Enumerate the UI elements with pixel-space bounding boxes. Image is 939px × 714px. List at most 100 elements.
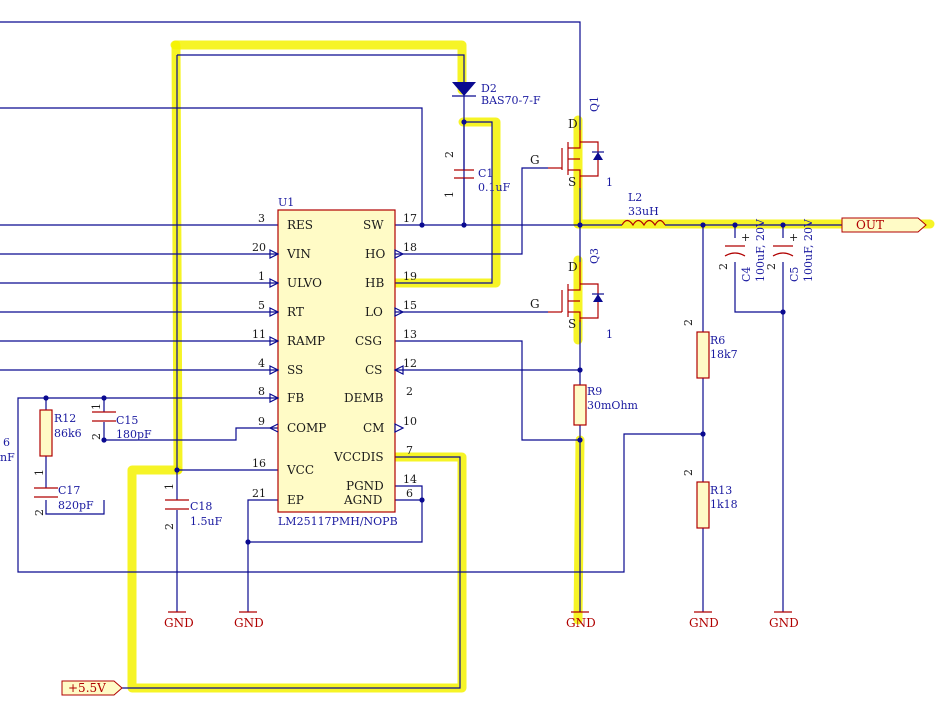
c5-capacitor[interactable]: + 2 C5 100uF, 20V: [765, 218, 815, 282]
u1-pin-rt: 5 RT: [258, 299, 304, 319]
r13-resistor[interactable]: 2 R13 1k18: [682, 469, 738, 529]
gnd-symbol-r9: GND: [566, 611, 596, 630]
svg-text:1: 1: [443, 191, 456, 198]
u1-pin-demb: 2 DEMB: [344, 385, 413, 405]
u1-pin-csg: 13 CSG: [355, 328, 417, 348]
l2-inductor[interactable]: L2 33uH: [621, 191, 666, 227]
svg-text:EP: EP: [287, 493, 304, 507]
svg-text:R9: R9: [587, 385, 602, 398]
r6-resistor[interactable]: 2 R6 18k7: [682, 319, 738, 379]
svg-text:820pF: 820pF: [58, 499, 94, 512]
svg-text:2: 2: [682, 319, 695, 326]
u1-pin-pgnd: 14 PGND: [346, 473, 417, 493]
r12-resistor[interactable]: R12 86k6 1: [33, 409, 82, 476]
svg-text:1: 1: [606, 176, 613, 189]
svg-text:12: 12: [403, 357, 417, 370]
c15-capacitor[interactable]: 1 2 C15 180pF: [90, 403, 152, 441]
c1-capacitor[interactable]: 2 1 C1 0.1uF: [443, 122, 511, 225]
svg-text:2: 2: [406, 385, 413, 398]
svg-text:AGND: AGND: [343, 493, 382, 507]
svg-text:CSG: CSG: [355, 334, 382, 348]
svg-text:DEMB: DEMB: [344, 391, 384, 405]
svg-text:LO: LO: [365, 305, 383, 319]
d2-diode[interactable]: D2 BAS70-7-F: [452, 82, 541, 107]
svg-text:19: 19: [403, 270, 417, 283]
svg-text:ULVO: ULVO: [287, 276, 322, 290]
c18-capacitor[interactable]: 1 2 C18 1.5uF: [163, 483, 223, 530]
q1-mosfet[interactable]: G D S Q1 1: [530, 96, 613, 189]
u1-pin-ulvo: 1 ULVO: [258, 270, 322, 290]
svg-text:33uH: 33uH: [628, 205, 659, 218]
svg-text:R13: R13: [710, 484, 732, 497]
svg-text:R12: R12: [54, 412, 76, 425]
svg-text:GND: GND: [566, 616, 596, 630]
svg-text:17: 17: [403, 212, 417, 225]
u1-pin-hb: 19 HB: [365, 270, 417, 290]
u1-pin-cm: 10 CM: [363, 415, 417, 435]
svg-text:18k7: 18k7: [710, 348, 738, 361]
u1-designator: U1: [278, 196, 294, 209]
svg-text:1: 1: [163, 483, 176, 490]
svg-text:8: 8: [258, 385, 265, 398]
svg-text:1.5uF: 1.5uF: [190, 515, 223, 528]
svg-text:1: 1: [258, 270, 265, 283]
svg-text:G: G: [530, 297, 540, 311]
svg-text:11: 11: [252, 328, 266, 341]
svg-text:RES: RES: [287, 218, 313, 232]
svg-text:R6: R6: [710, 334, 725, 347]
svg-text:2: 2: [163, 523, 176, 530]
junction-dots: [43, 119, 786, 545]
svg-text:1k18: 1k18: [710, 498, 738, 511]
gnd-symbol-ep: GND: [234, 611, 264, 630]
u1-ic[interactable]: U1 LM25117PMH/NOPB 3 RES 20 VIN 1 ULVO 5…: [252, 196, 417, 528]
svg-text:RAMP: RAMP: [287, 334, 325, 348]
svg-text:D2: D2: [481, 82, 497, 95]
svg-text:13: 13: [403, 328, 417, 341]
r9-resistor[interactable]: R9 30mOhm: [573, 384, 639, 426]
svg-text:FB: FB: [287, 391, 304, 405]
svg-text:C15: C15: [116, 414, 138, 427]
svg-text:9: 9: [258, 415, 265, 428]
vin-port[interactable]: +5.5V: [61, 680, 123, 696]
svg-text:100uF, 20V: 100uF, 20V: [754, 218, 767, 282]
svg-text:2: 2: [90, 433, 103, 440]
out-port[interactable]: OUT: [841, 217, 927, 233]
svg-text:10: 10: [403, 415, 417, 428]
svg-text:5: 5: [258, 299, 265, 312]
u1-pin-lo: 15 LO: [365, 299, 417, 319]
svg-text:S: S: [568, 317, 576, 331]
svg-text:1: 1: [33, 469, 46, 476]
svg-text:15: 15: [403, 299, 417, 312]
svg-text:2: 2: [765, 263, 778, 270]
svg-text:C5: C5: [788, 267, 801, 282]
svg-text:G: G: [530, 153, 540, 167]
u1-pin-res: 3 RES: [258, 212, 313, 232]
u1-pin-agnd: 6 AGND: [343, 487, 413, 507]
svg-text:20: 20: [252, 241, 266, 254]
u1-pin-vccdis: 7 VCCDIS: [333, 444, 413, 464]
svg-text:+: +: [741, 231, 750, 244]
cut-label-top: 6: [3, 436, 10, 449]
svg-text:3: 3: [258, 212, 265, 225]
svg-text:GND: GND: [234, 616, 264, 630]
highlight-marker: [127, 40, 935, 693]
svg-text:1: 1: [90, 403, 103, 410]
svg-text:VIN: VIN: [286, 247, 311, 261]
wires: [0, 21, 842, 689]
svg-text:6: 6: [406, 487, 413, 500]
svg-text:16: 16: [252, 457, 266, 470]
svg-text:COMP: COMP: [287, 421, 326, 435]
svg-text:0.1uF: 0.1uF: [478, 181, 511, 194]
svg-text:Q1: Q1: [588, 96, 601, 112]
svg-text:D: D: [568, 260, 578, 274]
q3-mosfet[interactable]: G D S Q3 1: [530, 248, 613, 341]
svg-text:VCCDIS: VCCDIS: [333, 450, 384, 464]
svg-text:C18: C18: [190, 500, 212, 513]
svg-text:OUT: OUT: [856, 218, 884, 232]
svg-text:HB: HB: [365, 276, 384, 290]
c17-capacitor[interactable]: 2 C17 820pF: [33, 484, 94, 516]
c4-capacitor[interactable]: + 2 C4 100uF, 20V: [717, 218, 767, 282]
svg-text:Q3: Q3: [588, 248, 601, 264]
svg-text:+: +: [789, 231, 798, 244]
